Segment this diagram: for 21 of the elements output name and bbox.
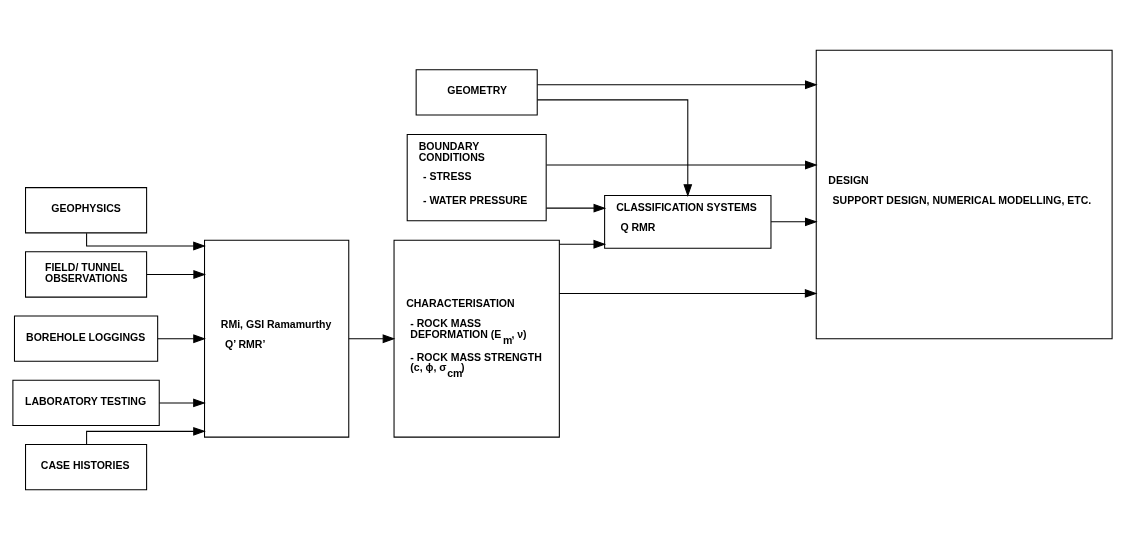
arrow	[558, 289, 818, 298]
node-box: BOREHOLE LOGGINGS	[13, 315, 159, 362]
node-box: GEOMETRY	[415, 69, 538, 116]
node-box: LABORATORY TESTING	[12, 379, 160, 427]
arrow	[546, 160, 818, 170]
arrow	[158, 398, 206, 408]
node-box: GEOPHYSICS	[25, 187, 148, 234]
arrow	[146, 270, 206, 279]
arrow	[545, 203, 607, 213]
node-box: FIELD/ TUNNEL OBSERVATIONS	[25, 251, 148, 298]
arrow	[348, 334, 396, 344]
node-box: DESIGN SUPPORT DESIGN, NUMERICAL MODELLING, ETC.	[815, 49, 1113, 340]
node-box: CASE HISTORIES	[25, 444, 148, 491]
arrow	[536, 99, 693, 197]
arrow	[770, 217, 818, 227]
node-box: CLASSIFICATION SYSTEMS Q RMR	[604, 195, 772, 249]
arrow	[559, 239, 607, 249]
arrow	[536, 80, 818, 90]
arrow	[157, 334, 206, 344]
node-box: BOUNDARY CONDITIONS - STRESS - WATER PRESSURE	[406, 133, 547, 222]
node-box: RMi, GSI Ramamurthy Q’ RMR’	[204, 239, 350, 438]
